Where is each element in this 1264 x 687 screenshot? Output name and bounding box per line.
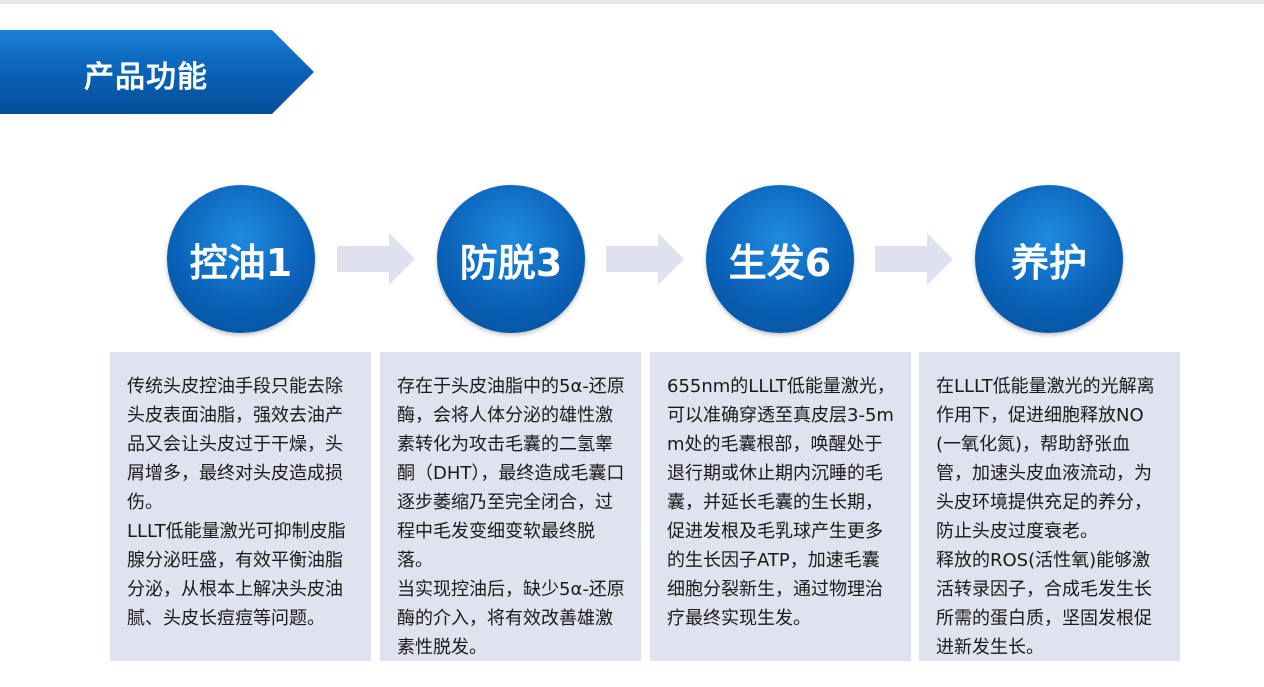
step-title: 生发6: [728, 240, 832, 285]
description-paragraph: LLLT低能量激光可抑制皮脂腺分泌旺盛，有效平衡油脂分泌，从根本上解决头皮油腻、…: [127, 521, 346, 629]
arrow-right-icon: [875, 233, 953, 285]
section-title: 产品功能: [84, 60, 208, 95]
description-box-nourish: 在LLLT低能量激光的光解离作用下，促进细胞释放NO(一氧化氮)，帮助舒张血管，…: [919, 352, 1180, 661]
step-circle-nourish: 养护: [975, 185, 1123, 333]
description-box-anti-hair-loss: 存在于头皮油脂中的5α-还原酶，会将人体分泌的雄性激素转化为攻击毛囊的二氢睾酮（…: [380, 352, 641, 661]
description-paragraph: 存在于头皮油脂中的5α-还原酶，会将人体分泌的雄性激素转化为攻击毛囊的二氢睾酮（…: [397, 376, 625, 571]
description-paragraph: 当实现控油后，缺少5α-还原酶的介入，将有效改善雄激素性脱发。: [397, 579, 625, 658]
description-box-hair-growth: 655nm的LLLT低能量激光，可以准确穿透至真皮层3-5mm处的毛囊根部，唤醒…: [650, 352, 911, 661]
description-paragraph: 655nm的LLLT低能量激光，可以准确穿透至真皮层3-5mm处的毛囊根部，唤醒…: [667, 376, 895, 629]
step-circle-anti-hair-loss: 防脱3: [437, 185, 585, 333]
section-banner: [0, 30, 314, 114]
description-box-oil-control: 传统头皮控油手段只能去除头皮表面油脂，强效去油产品又会让头皮过于干燥，头屑增多，…: [110, 352, 371, 661]
step-title: 防脱3: [459, 240, 563, 285]
step-title: 养护: [1010, 240, 1087, 285]
description-paragraph: 在LLLT低能量激光的光解离作用下，促进细胞释放NO(一氧化氮)，帮助舒张血管，…: [936, 376, 1155, 542]
step-circle-oil-control: 控油1: [167, 185, 315, 333]
step-circle-hair-growth: 生发6: [706, 185, 854, 333]
arrow-right-icon: [606, 233, 684, 285]
top-divider: [0, 0, 1264, 4]
arrow-right-icon: [337, 233, 415, 285]
description-paragraph: 释放的ROS(活性氧)能够激活转录因子，合成毛发生长所需的蛋白质，坚固发根促进新…: [936, 550, 1152, 658]
step-title: 控油1: [189, 240, 293, 285]
description-paragraph: 传统头皮控油手段只能去除头皮表面油脂，强效去油产品又会让头皮过于干燥，头屑增多，…: [127, 376, 343, 513]
